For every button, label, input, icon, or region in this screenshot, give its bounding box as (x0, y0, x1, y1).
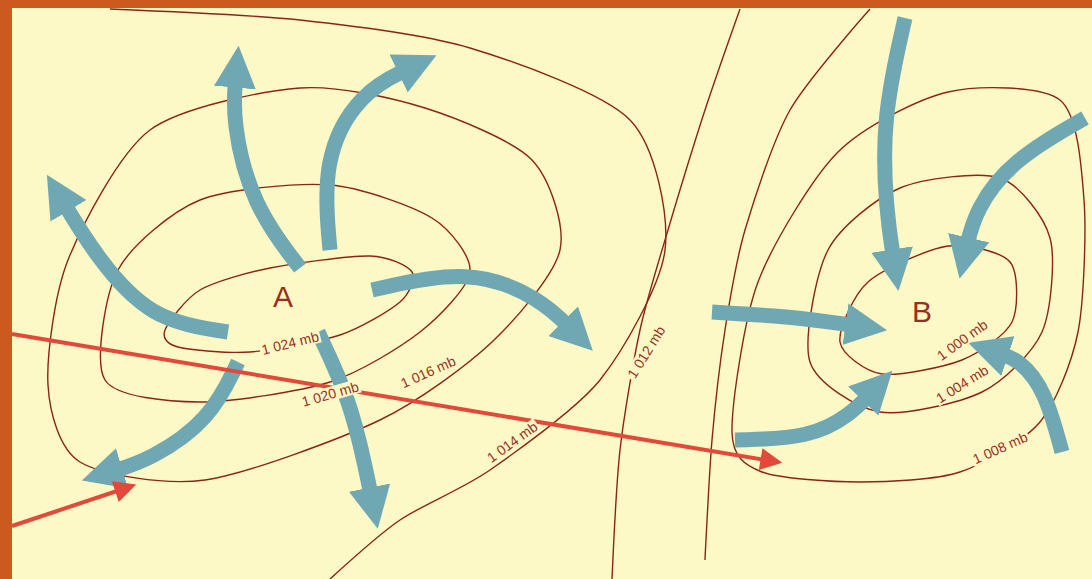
pointer-arrow (12, 334, 778, 462)
isobar-value: 1 012 mb (624, 322, 669, 382)
isobar (808, 175, 1052, 412)
wind-arrow (62, 200, 228, 332)
wind-arrow (372, 277, 572, 330)
pressure-center: B (910, 297, 934, 327)
wind-arrow (966, 118, 1085, 250)
isobar (612, 9, 740, 579)
isobar-value: 1 016 mb (397, 353, 460, 391)
map-ground (12, 8, 1092, 579)
isobar-value: 1 020 mb (298, 379, 362, 410)
isobar-value: 1 000 mb (933, 316, 992, 364)
isobar-value: 1 008 mb (969, 429, 1032, 467)
isobar-value: 1 004 mb (932, 362, 992, 407)
isobar (732, 88, 1085, 482)
wind-arrow (885, 18, 905, 262)
pointer-arrow (12, 486, 132, 526)
wind-arrow (234, 75, 300, 268)
isobars (48, 9, 1085, 579)
isobar-value: 1 024 mb (258, 329, 322, 358)
isobar (101, 184, 471, 402)
wind-arrow (327, 68, 410, 250)
wind-arrow (735, 392, 872, 440)
pressure-center: A (271, 282, 295, 312)
wind-arrow (110, 362, 238, 472)
isobar (705, 9, 870, 560)
isobar-value: 1 014 mb (483, 418, 542, 466)
isobar (840, 246, 1017, 375)
wind-arrow (318, 332, 372, 500)
pointer-arrows (12, 334, 778, 526)
wind-arrow (712, 312, 858, 326)
isobar (110, 9, 666, 579)
